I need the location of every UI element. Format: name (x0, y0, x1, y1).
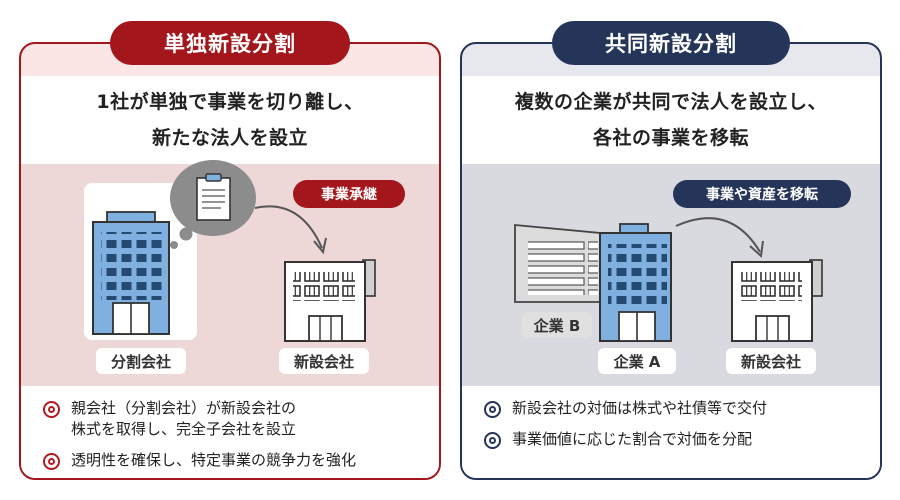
transfer-assets-tag: 事業や資産を移転 (673, 180, 851, 208)
double-circle-icon (484, 432, 501, 449)
double-circle-icon (43, 401, 60, 418)
new-company-label: 新設会社 (726, 348, 816, 374)
company-b-label: 企業 B (522, 312, 592, 338)
description-line-2: 各社の事業を移転 (592, 127, 749, 149)
panel-joint-split: 複数の企業が共同で法人を設立し、 各社の事業を移転 新設会社の対価は株式や社債等… (460, 42, 882, 480)
note-text: 透明性を確保し、特定事業の競争力を強化 (71, 451, 357, 469)
description-line-2: 新たな法人を設立 (151, 127, 308, 149)
note-text: 新設会社の対価は株式や社債等で交付 (512, 399, 768, 417)
title-single-split: 単独新設分割 (110, 21, 350, 65)
note-text: 親会社（分割会社）が新設会社の (71, 399, 297, 417)
description-line-1: 複数の企業が共同で法人を設立し、 (514, 91, 827, 113)
note-item: 親会社（分割会社）が新設会社の 株式を取得し、完全子会社を設立 (43, 398, 425, 440)
note-item: 新設会社の対価は株式や社債等で交付 (484, 398, 866, 419)
panel-single-split: 1社が単独で事業を切り離し、 新たな法人を設立 親会社（分割会社）が新設会社の … (19, 42, 441, 480)
double-circle-icon (484, 401, 501, 418)
note-text: 株式を取得し、完全子会社を設立 (71, 420, 297, 438)
parent-company-label: 分割会社 (96, 348, 186, 374)
notes-list: 親会社（分割会社）が新設会社の 株式を取得し、完全子会社を設立 透明性を確保し、… (21, 386, 439, 478)
company-a-label: 企業 A (598, 348, 676, 374)
notes-list: 新設会社の対価は株式や社債等で交付 事業価値に応じた割合で対価を分配 (462, 386, 880, 478)
note-item: 事業価値に応じた割合で対価を分配 (484, 429, 866, 450)
note-text: 事業価値に応じた割合で対価を分配 (512, 430, 753, 448)
description-line-1: 1社が単独で事業を切り離し、 (96, 91, 364, 113)
business-succession-tag: 事業承継 (293, 180, 405, 208)
new-company-label: 新設会社 (279, 348, 369, 374)
note-item: 透明性を確保し、特定事業の競争力を強化 (43, 450, 425, 471)
panel-description: 複数の企業が共同で法人を設立し、 各社の事業を移転 (462, 76, 880, 164)
title-joint-split: 共同新設分割 (552, 21, 790, 65)
double-circle-icon (43, 453, 60, 470)
panel-description: 1社が単独で事業を切り離し、 新たな法人を設立 (21, 76, 439, 164)
